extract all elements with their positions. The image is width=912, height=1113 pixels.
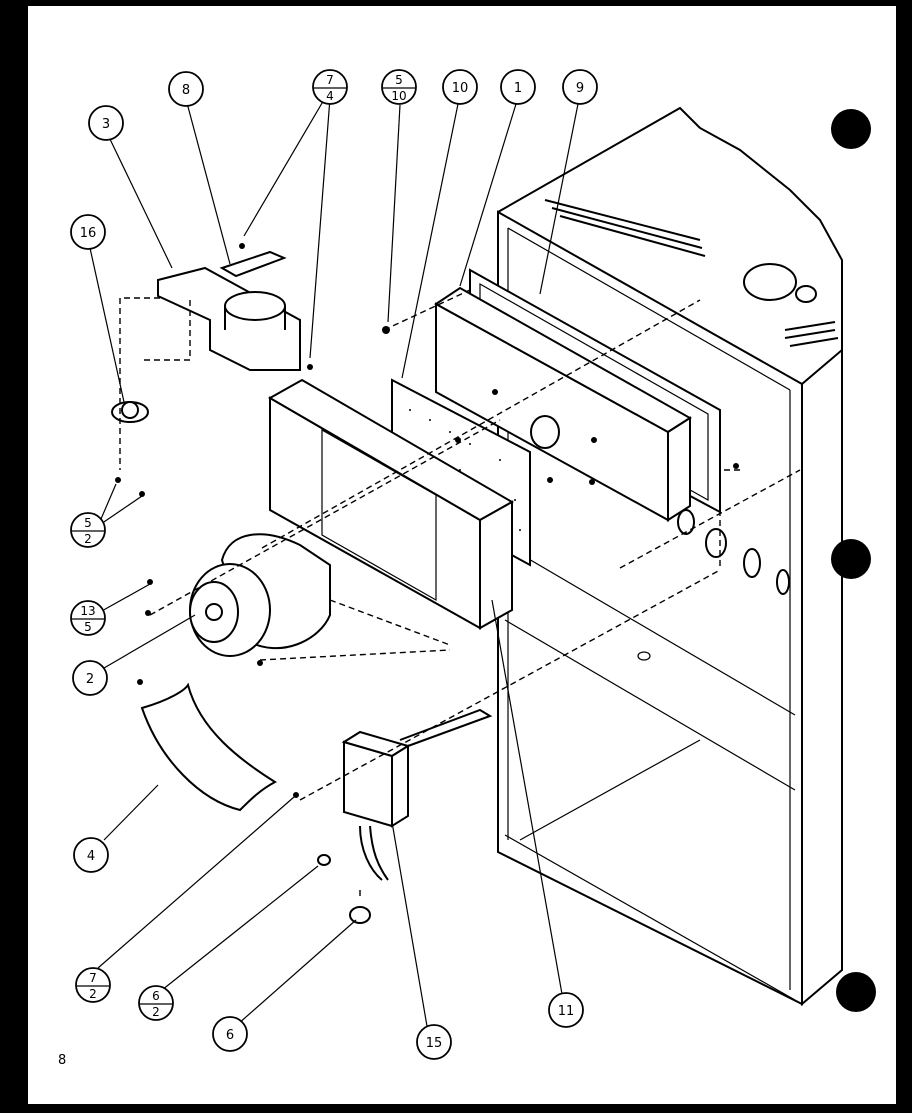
registration-dot-middle [831, 539, 871, 579]
callout-11[interactable]: 11 [548, 992, 584, 1028]
callout-7-over-4[interactable]: 74 [312, 69, 348, 105]
callout-7-over-2[interactable]: 72 [75, 967, 111, 1003]
svg-text:11: 11 [558, 1004, 575, 1019]
rollout-limit-switch [111, 401, 149, 423]
callout-1[interactable]: 1 [500, 69, 536, 105]
callout-3[interactable]: 3 [88, 105, 124, 141]
svg-text:10: 10 [391, 89, 406, 103]
svg-text:2: 2 [89, 987, 97, 1001]
flue-gasket [219, 250, 287, 278]
svg-text:5: 5 [84, 620, 92, 634]
svg-text:1: 1 [514, 81, 522, 96]
svg-text:7: 7 [326, 73, 334, 87]
control-box-screw [317, 854, 331, 866]
fasteners [115, 243, 739, 798]
callout-5-over-2[interactable]: 52 [70, 512, 106, 548]
svg-text:2: 2 [152, 1005, 160, 1019]
svg-text:10: 10 [452, 81, 469, 96]
svg-text:4: 4 [87, 849, 95, 864]
svg-text:3: 3 [102, 117, 110, 132]
svg-text:6: 6 [226, 1028, 234, 1043]
registration-dot-bottom [836, 972, 876, 1012]
callout-5-over-10[interactable]: 510 [381, 69, 417, 105]
svg-text:13: 13 [80, 604, 95, 618]
svg-text:6: 6 [152, 989, 160, 1003]
svg-text:4: 4 [326, 89, 334, 103]
svg-text:8: 8 [182, 83, 190, 98]
svg-text:5: 5 [395, 73, 403, 87]
page-number: 8 [58, 1053, 66, 1068]
svg-text:2: 2 [84, 532, 92, 546]
svg-text:2: 2 [86, 672, 94, 687]
control-box [341, 708, 493, 881]
callout-4[interactable]: 4 [73, 837, 109, 873]
callout-8[interactable]: 8 [168, 71, 204, 107]
callout-2[interactable]: 2 [72, 660, 108, 696]
svg-text:15: 15 [426, 1036, 443, 1051]
heat-shield [140, 682, 277, 812]
collector-box [434, 286, 692, 522]
callout-9[interactable]: 9 [562, 69, 598, 105]
callout-13-over-5[interactable]: 135 [70, 600, 106, 636]
vent-bracket [157, 266, 301, 371]
draft-inducer-motor [189, 533, 331, 657]
svg-text:7: 7 [89, 971, 97, 985]
callout-6[interactable]: 6 [212, 1016, 248, 1052]
callout-15[interactable]: 15 [416, 1024, 452, 1060]
wire-grommet [349, 906, 371, 924]
inducer-mounting-frame [267, 378, 515, 630]
leader-lines [89, 97, 579, 1033]
assembly-lines [119, 289, 801, 900]
callout-6-over-2[interactable]: 62 [138, 985, 174, 1021]
callout-10[interactable]: 10 [442, 69, 478, 105]
callout-16[interactable]: 16 [70, 214, 106, 250]
svg-text:9: 9 [576, 81, 584, 96]
svg-text:16: 16 [80, 226, 97, 241]
registration-dot-top [831, 109, 871, 149]
svg-text:5: 5 [84, 516, 92, 530]
